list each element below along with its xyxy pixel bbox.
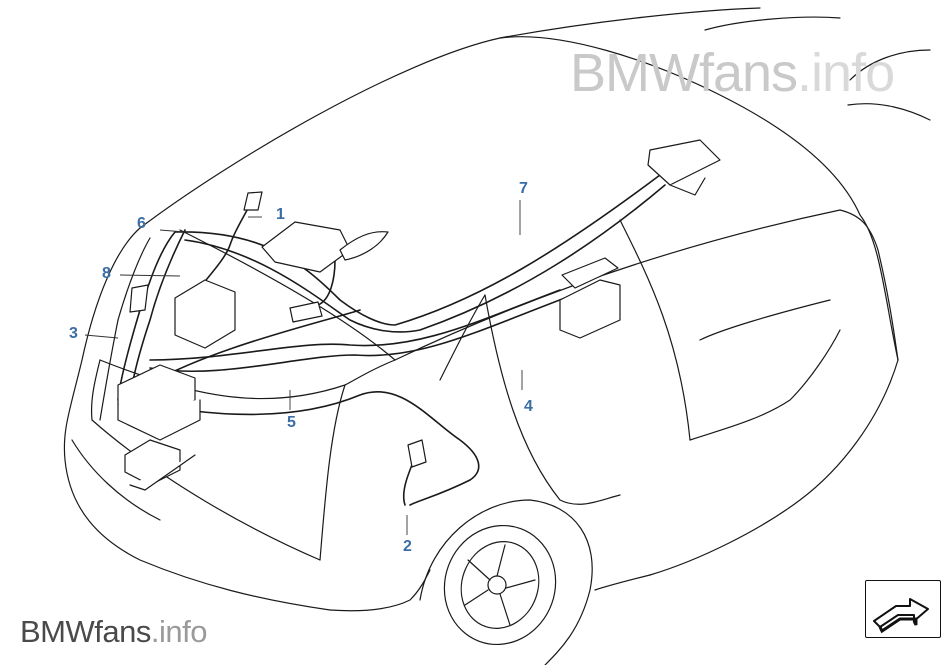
small-module-1 <box>243 191 263 211</box>
next-page-button[interactable] <box>865 580 941 638</box>
speaker-right <box>559 279 621 339</box>
module-2 <box>407 439 427 468</box>
watermark-top-suffix: .info <box>797 43 895 103</box>
callout-6[interactable]: 6 <box>137 215 146 232</box>
callout-7[interactable]: 7 <box>519 180 528 197</box>
watermark-top: BMWfans.info <box>570 42 895 104</box>
callout-8[interactable]: 8 <box>102 265 111 282</box>
module-right-top <box>561 257 619 289</box>
amplifier-left <box>174 279 236 349</box>
callout-1[interactable]: 1 <box>276 206 285 223</box>
callout-4[interactable]: 4 <box>524 398 533 415</box>
watermark-bottom[interactable]: BMWfans.info <box>20 614 207 650</box>
callout-3[interactable]: 3 <box>69 325 78 342</box>
roof-module-7 <box>647 139 721 186</box>
arrow-forward-icon <box>873 598 929 634</box>
components <box>117 139 721 491</box>
callout-5[interactable]: 5 <box>287 414 296 431</box>
watermark-bottom-suffix: .info <box>150 614 208 649</box>
antenna-amp-3 <box>129 284 149 313</box>
roof-antenna-fin <box>339 231 389 261</box>
leader-lines <box>84 200 523 535</box>
rear-wheel <box>419 499 593 665</box>
watermark-top-brand: BMWfans <box>570 43 798 103</box>
watermark-bottom-brand: BMWfans <box>20 614 151 649</box>
roof-antenna-base <box>261 221 351 273</box>
callout-2[interactable]: 2 <box>403 538 412 555</box>
small-connector <box>289 301 323 323</box>
